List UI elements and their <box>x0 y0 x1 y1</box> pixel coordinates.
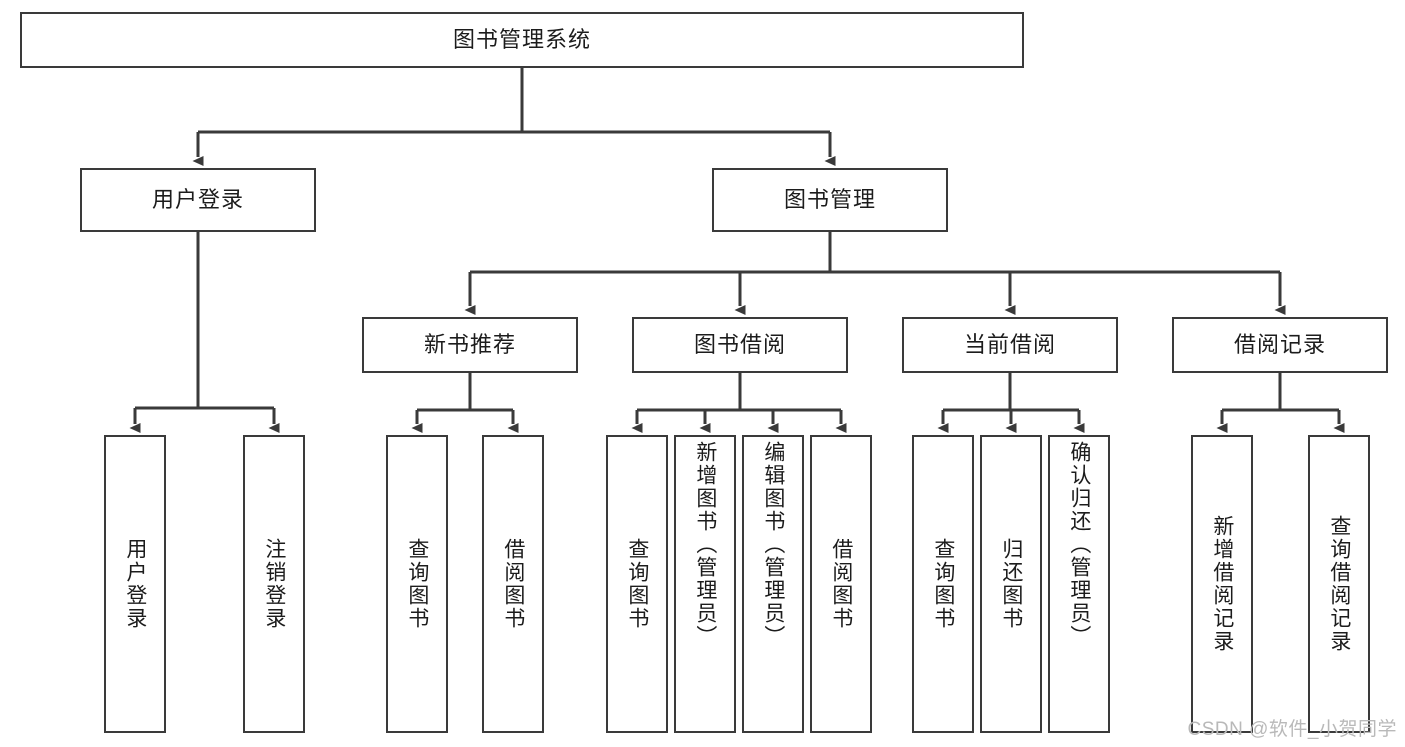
leaf-current-borrow-confirm-return-admin[interactable]: 确认归还（管理员） <box>1048 435 1110 733</box>
node-current-borrowing[interactable]: 当前借阅 <box>902 317 1118 373</box>
node-label: 编辑图书（管理员） <box>761 441 785 648</box>
node-new-book-recommendation[interactable]: 新书推荐 <box>362 317 578 373</box>
leaf-book-borrow-query-book[interactable]: 查询图书 <box>606 435 668 733</box>
leaf-borrow-record-query-record[interactable]: 查询借阅记录 <box>1308 435 1370 733</box>
node-label: 图书借阅 <box>693 331 786 357</box>
leaf-new-book-query-book[interactable]: 查询图书 <box>386 435 448 733</box>
node-label: 图书管理系统 <box>452 26 591 52</box>
node-label: 新增借阅记录 <box>1210 515 1234 653</box>
node-book-management[interactable]: 图书管理 <box>712 168 948 232</box>
node-label: 借阅图书 <box>501 538 525 630</box>
node-label: 查询图书 <box>931 538 955 630</box>
node-borrowing-record[interactable]: 借阅记录 <box>1172 317 1388 373</box>
leaf-current-borrow-return-book[interactable]: 归还图书 <box>980 435 1042 733</box>
node-label: 查询借阅记录 <box>1327 515 1351 653</box>
watermark-text: CSDN @软件_小贺同学 <box>1187 719 1397 740</box>
node-user-login[interactable]: 用户登录 <box>80 168 316 232</box>
leaf-book-borrow-borrow-book[interactable]: 借阅图书 <box>810 435 872 733</box>
leaf-new-book-borrow-book[interactable]: 借阅图书 <box>482 435 544 733</box>
node-label: 查询图书 <box>405 538 429 630</box>
node-root-book-management-system[interactable]: 图书管理系统 <box>20 12 1024 68</box>
node-label: 确认归还（管理员） <box>1067 441 1091 648</box>
leaf-user-login-login[interactable]: 用户登录 <box>104 435 166 733</box>
leaf-book-borrow-add-book-admin[interactable]: 新增图书（管理员） <box>674 435 736 733</box>
node-label: 用户登录 <box>123 538 147 630</box>
leaf-user-login-logout[interactable]: 注销登录 <box>243 435 305 733</box>
leaf-borrow-record-add-record[interactable]: 新增借阅记录 <box>1191 435 1253 733</box>
node-label: 图书管理 <box>783 186 876 212</box>
node-label: 查询图书 <box>625 538 649 630</box>
node-label: 新书推荐 <box>423 331 516 357</box>
node-label: 当前借阅 <box>963 331 1056 357</box>
node-label: 注销登录 <box>262 538 286 630</box>
node-label: 用户登录 <box>151 186 244 212</box>
node-label: 归还图书 <box>999 538 1023 630</box>
node-label: 借阅图书 <box>829 538 853 630</box>
node-book-borrowing[interactable]: 图书借阅 <box>632 317 848 373</box>
node-label: 借阅记录 <box>1233 331 1326 357</box>
leaf-current-borrow-query-book[interactable]: 查询图书 <box>912 435 974 733</box>
leaf-book-borrow-edit-book-admin[interactable]: 编辑图书（管理员） <box>742 435 804 733</box>
node-label: 新增图书（管理员） <box>693 441 717 648</box>
